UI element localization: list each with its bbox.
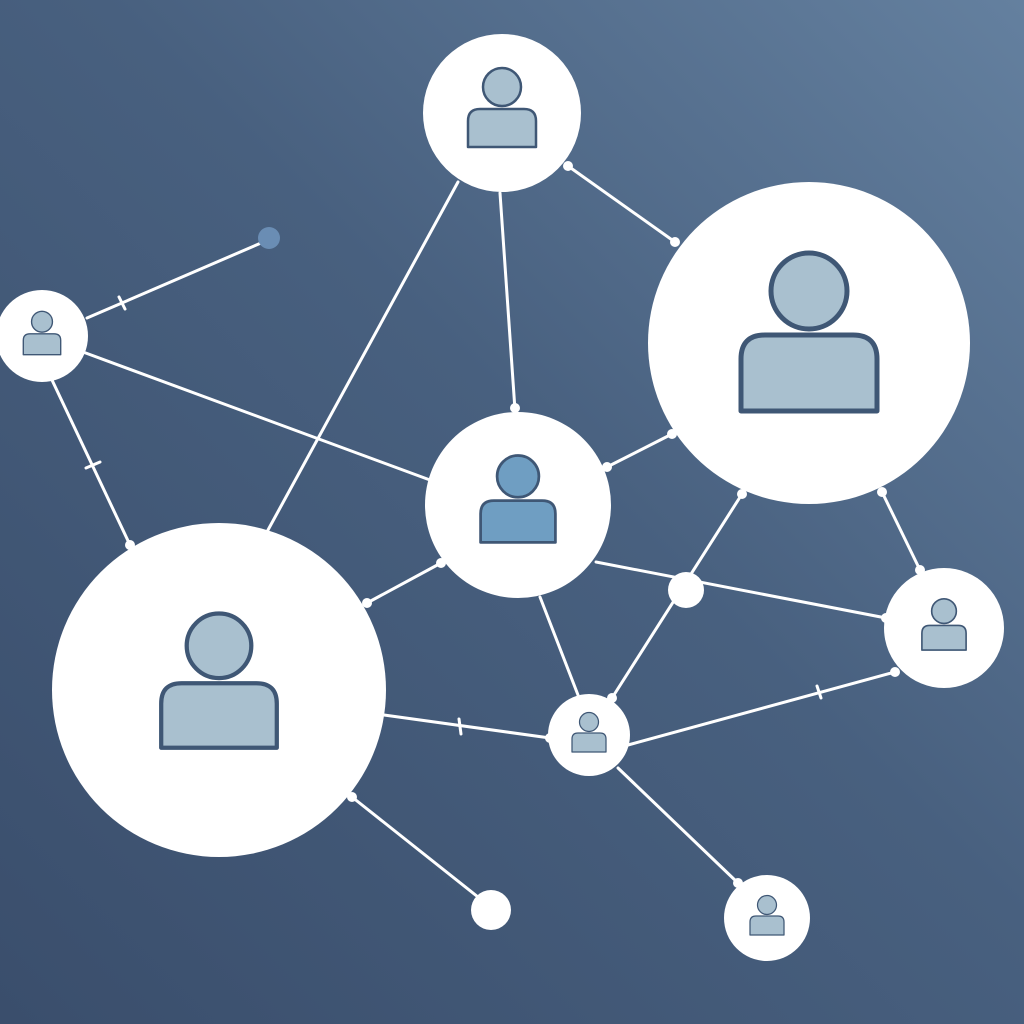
connector-line — [350, 795, 480, 899]
person-node — [423, 34, 581, 192]
connector-line — [594, 560, 888, 620]
connector-line — [382, 713, 552, 740]
joint-dot — [890, 667, 900, 677]
joint-dot — [602, 462, 612, 472]
joint-dot — [670, 237, 680, 247]
person-icon — [738, 250, 880, 414]
connector-line — [616, 766, 740, 885]
person-node — [548, 694, 630, 776]
joint-dot — [877, 487, 887, 497]
person-icon — [571, 711, 607, 753]
line-tick — [117, 295, 127, 311]
person-node — [425, 412, 611, 598]
line-tick — [457, 717, 463, 736]
connector-line — [880, 490, 922, 572]
person-nodes — [0, 34, 1004, 961]
person-node — [884, 568, 1004, 688]
joint-dot — [362, 598, 372, 608]
joint-dot — [667, 429, 677, 439]
person-icon — [159, 611, 279, 750]
joint-dot — [563, 161, 573, 171]
connector-line — [538, 595, 580, 697]
person-node — [0, 290, 88, 382]
connector-line — [626, 670, 897, 747]
connector-line — [605, 432, 674, 469]
connector-node — [471, 890, 511, 930]
joint-dot — [510, 403, 520, 413]
person-icon — [479, 454, 557, 544]
person-icon — [749, 894, 785, 936]
connector-line — [365, 561, 443, 605]
connector-line — [266, 180, 460, 532]
connector-line — [498, 191, 517, 412]
joint-dot — [737, 489, 747, 499]
person-node — [648, 182, 970, 504]
connector-line — [566, 164, 677, 244]
joint-dot — [347, 792, 357, 802]
connector-line — [85, 238, 270, 320]
connector-line — [50, 378, 132, 547]
person-icon — [22, 310, 62, 356]
line-tick — [84, 460, 102, 470]
person-icon — [466, 66, 538, 149]
connection-joints — [125, 161, 925, 888]
person-node — [52, 523, 386, 857]
connector-node — [668, 572, 704, 608]
line-tick — [815, 684, 823, 700]
connector-line — [81, 350, 432, 482]
endpoint-dot — [258, 227, 280, 249]
person-node — [724, 875, 810, 961]
person-icon — [921, 597, 967, 651]
